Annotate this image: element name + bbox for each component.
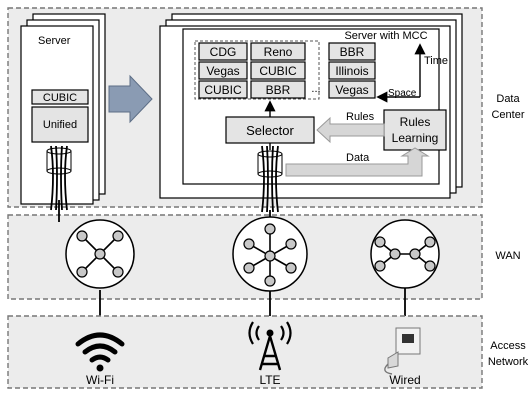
space-bbr-label: BBR [340, 45, 365, 59]
algo-reno-box [250, 42, 306, 61]
space-vegas-label: Vegas [335, 83, 368, 97]
rules-learning-box [383, 109, 447, 151]
algo-vegas-box [198, 61, 248, 80]
algo-bbr-label: BBR [266, 83, 291, 97]
left-nic-cylinder [46, 147, 72, 175]
selector-box [225, 116, 315, 144]
data-center-label-2: Center [491, 109, 524, 121]
algo-reno-label: Reno [264, 45, 293, 59]
lte-label: LTE [259, 373, 280, 387]
mcc-nic-cylinder [257, 150, 283, 178]
algo-cdg-box [198, 42, 248, 61]
algorithm-pool [194, 40, 320, 100]
left-cables [50, 145, 68, 211]
router-x-icon [65, 219, 135, 289]
algo-cubic2-label: CUBIC [204, 83, 242, 97]
algo-bbr-box [250, 80, 306, 99]
left-cubic-label: CUBIC [43, 92, 77, 104]
algo-cubic-box [250, 61, 306, 80]
access-label-2: Network [488, 356, 529, 368]
left-server-title: Server [38, 35, 71, 47]
algo-cdg-label: CDG [210, 45, 237, 59]
wifi-icon [75, 332, 125, 372]
left-unified-label: Unified [43, 119, 77, 131]
space-illinois-label: Illinois [335, 64, 368, 78]
rules-learning-line1: Rules [400, 115, 431, 129]
lte-tower-icon [248, 321, 292, 371]
space-bbr-box [328, 42, 376, 61]
selector-label: Selector [246, 123, 294, 138]
router-double-star-icon [370, 219, 440, 289]
data-arrow [285, 147, 430, 177]
evolution-arrow-icon [108, 74, 153, 124]
rules-arrow [316, 116, 385, 144]
rules-learning-line2: Learning [392, 131, 439, 145]
time-axis-label: Time [424, 55, 448, 67]
wired-label: Wired [389, 373, 420, 387]
rules-arrow-label: Rules [346, 111, 375, 123]
wifi-label: Wi-Fi [86, 373, 114, 387]
access-label-1: Access [490, 340, 526, 352]
algo-cubic2-box [198, 80, 248, 99]
algo-cubic-label: CUBIC [259, 64, 297, 78]
left-cubic-box [31, 89, 89, 105]
mcc-cables [261, 145, 279, 213]
space-axis-label: Space [388, 88, 417, 99]
mcc-server-title: Server with MCC [344, 30, 427, 42]
left-unified-box [31, 106, 89, 143]
algo-vegas-label: Vegas [206, 64, 239, 78]
wan-label: WAN [495, 250, 520, 262]
ethernet-jack-icon [384, 327, 421, 375]
router-star-icon [232, 216, 308, 292]
data-center-label-1: Data [496, 93, 520, 105]
space-illinois-box [328, 61, 376, 80]
space-vegas-box [328, 80, 376, 99]
algo-ellipsis: ... [311, 83, 320, 95]
data-arrow-label: Data [346, 152, 370, 164]
